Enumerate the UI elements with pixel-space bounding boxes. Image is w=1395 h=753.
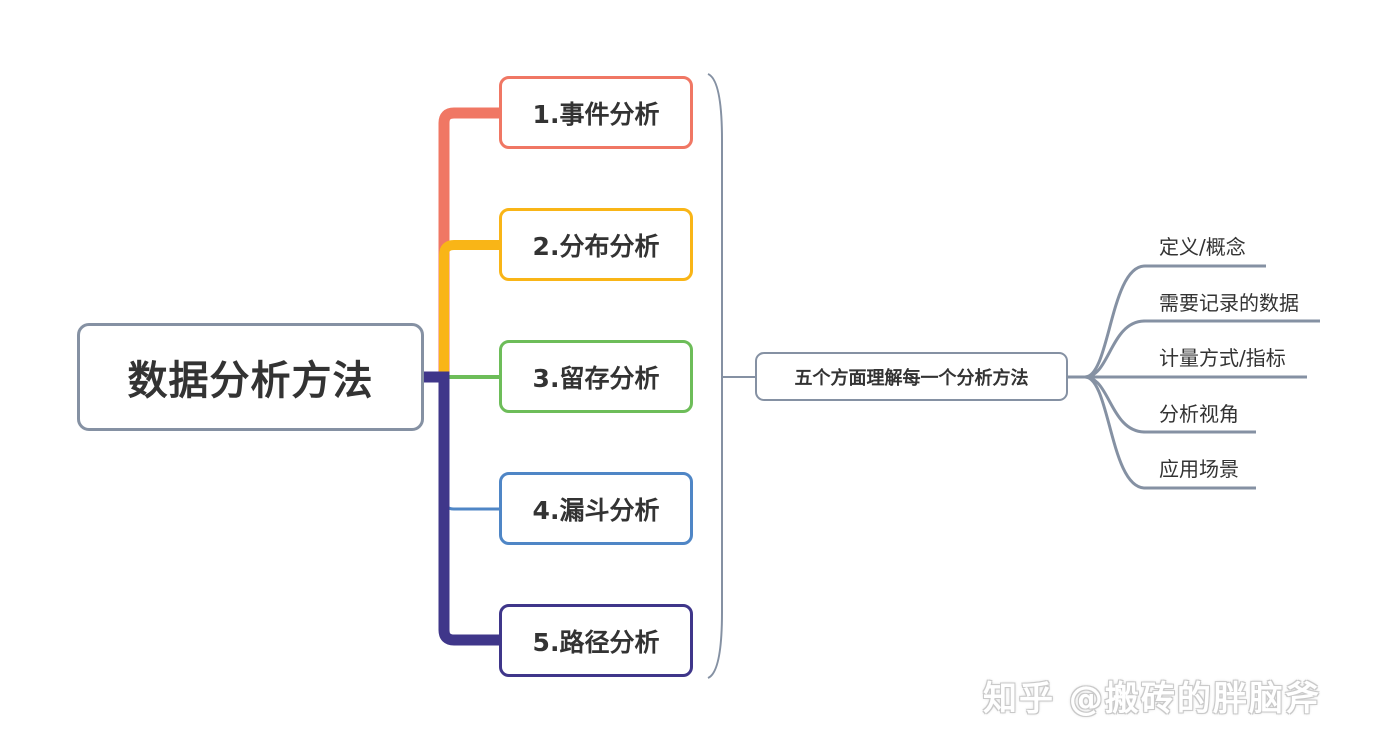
aspect-perspective[interactable]: 分析视角 [1159, 402, 1239, 426]
branch-line-4 [442, 377, 499, 511]
branch-line-1 [438, 107, 499, 377]
bracket-line [707, 73, 723, 679]
summary-node[interactable]: 五个方面理解每一个分析方法 [755, 352, 1068, 401]
aspect-scenario[interactable]: 应用场景 [1159, 457, 1239, 481]
method-node-distribution[interactable]: 2.分布分析 [499, 208, 693, 281]
watermark: 知乎 @搬砖的胖脑斧 [983, 679, 1321, 719]
method-node-event[interactable]: 1.事件分析 [499, 76, 693, 149]
method-node-path[interactable]: 5.路径分析 [499, 604, 693, 677]
aspect-line-5 [1084, 375, 1256, 490]
method-node-retention[interactable]: 3.留存分析 [499, 340, 693, 413]
aspect-definition[interactable]: 定义/概念 [1159, 235, 1246, 259]
branch-line-5 [424, 371, 499, 646]
aspect-metrics[interactable]: 计量方式/指标 [1159, 346, 1286, 370]
aspect-required-data[interactable]: 需要记录的数据 [1159, 291, 1299, 315]
branch-line-2 [439, 240, 499, 377]
root-node[interactable]: 数据分析方法 [77, 323, 424, 431]
aspect-line-2 [1084, 319, 1320, 379]
method-node-funnel[interactable]: 4.漏斗分析 [499, 472, 693, 545]
